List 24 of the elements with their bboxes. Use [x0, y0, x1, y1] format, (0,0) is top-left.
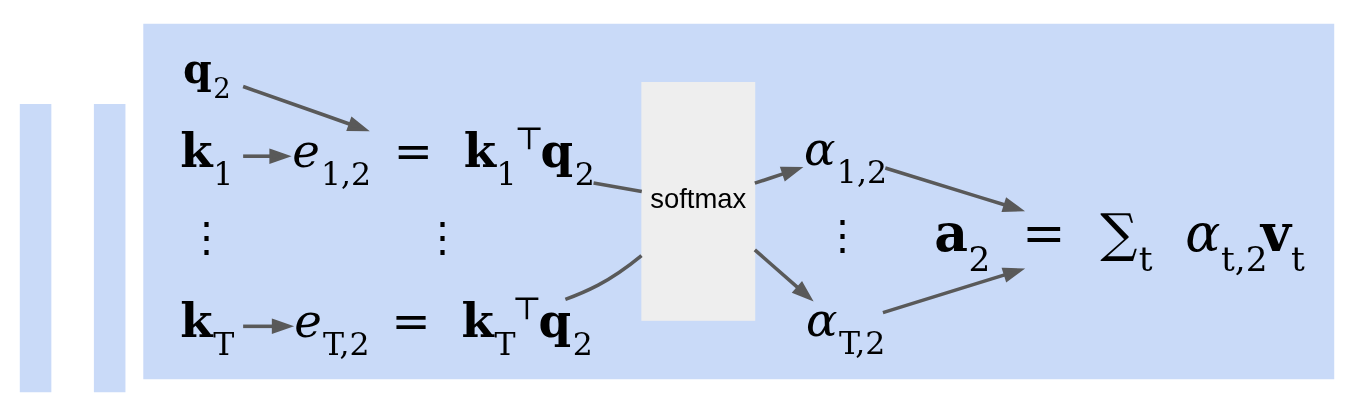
- arrow: [242, 84, 370, 132]
- label: ⋮: [185, 213, 227, 262]
- node-text: k$_{1}$: [179, 122, 233, 192]
- node-text: q$_{2}$: [182, 43, 231, 105]
- node-box: [19, 104, 51, 393]
- node-text: α$_{T,2}$: [805, 292, 885, 361]
- arrow: [884, 166, 1025, 213]
- connector: [564, 254, 643, 302]
- arrow: [753, 166, 803, 185]
- node-text: e$_{T,2}$ = k$_{T}$$^{⊤}$q$_{2}$: [293, 289, 593, 362]
- connector: [592, 181, 642, 194]
- label: ⋮: [422, 213, 463, 262]
- arrow: [753, 248, 814, 302]
- node-text: α$_{1,2}$: [803, 122, 887, 191]
- node-box: [93, 104, 125, 393]
- node-text: k$_{T}$: [179, 292, 234, 362]
- cluster: [142, 23, 1334, 380]
- arrow: [242, 148, 292, 164]
- arrow: [242, 318, 294, 335]
- node-text: e$_{1,2}$ = k$_{1}$$^{⊤}$q$_{2}$: [291, 119, 595, 192]
- label: ⋮: [821, 212, 863, 261]
- node-text: a$_{2}$ = ∑$_{t}$ α$_{t,2}$v$_{t}$: [933, 202, 1305, 280]
- arrow: [881, 267, 1025, 315]
- node-box: softmax: [640, 82, 755, 321]
